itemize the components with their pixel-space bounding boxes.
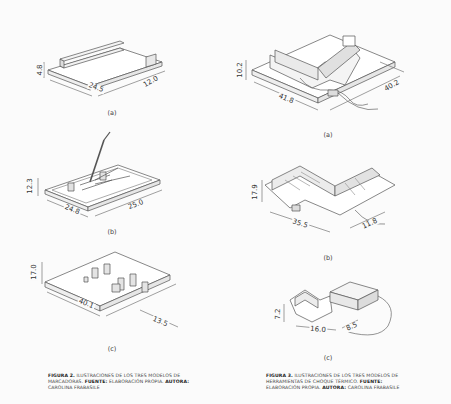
dimension-value: 41.8 [277, 92, 296, 105]
dimension-value: 17.9 [252, 183, 259, 201]
caption-text: ELABORACIÓN PROPIA. [266, 385, 321, 390]
dimension-value: 40.2 [383, 79, 402, 94]
figure-caption: FIGURA 2. ILUSTRACIONES DE LOS TRES MODE… [48, 373, 198, 392]
subfigure-letter: (a) [107, 110, 116, 117]
subfigure-letter: (b) [107, 229, 116, 236]
caption-text: CAROLINA FRABASILE [348, 385, 400, 390]
subfigure-letter: (b) [323, 255, 332, 262]
figure-caption: FIGURA 3. ILUSTRACIONES DE LOS TRES MODE… [266, 373, 416, 392]
dimension-value: 12.0 [142, 75, 161, 90]
caption-heading: AUTORA: [165, 379, 189, 384]
caption-heading: FIGURA 3. [266, 373, 293, 378]
caption-heading: FUENTE: [360, 379, 383, 384]
dimension-value: 12.3 [27, 177, 34, 195]
dimension-value: 10.2 [237, 61, 244, 79]
dimension-value: 8.5 [345, 321, 360, 333]
dimension-value: 35.5 [291, 218, 310, 230]
dimension-value: 16.0 [309, 326, 327, 335]
dimension-value: 13.5 [151, 315, 170, 328]
dimension-value: 17.0 [31, 263, 38, 281]
subfigure-letter: (a) [323, 132, 332, 139]
subfigure-letter: (c) [324, 355, 333, 362]
dimension-value: 4.8 [37, 63, 44, 76]
caption-heading: FUENTE: [85, 379, 108, 384]
dimension-value: 7.2 [275, 307, 282, 320]
subfigure-letter: (c) [108, 346, 117, 353]
dimension-value: 25.0 [127, 198, 146, 211]
caption-text: CAROLINA FRABASILE [48, 385, 100, 390]
caption-text: ELABORACIÓN PROPIA. [109, 379, 164, 384]
caption-heading: AUTORA: [322, 385, 346, 390]
caption-heading: FIGURA 2. [48, 373, 75, 378]
dimension-value: 11.8 [361, 217, 380, 231]
